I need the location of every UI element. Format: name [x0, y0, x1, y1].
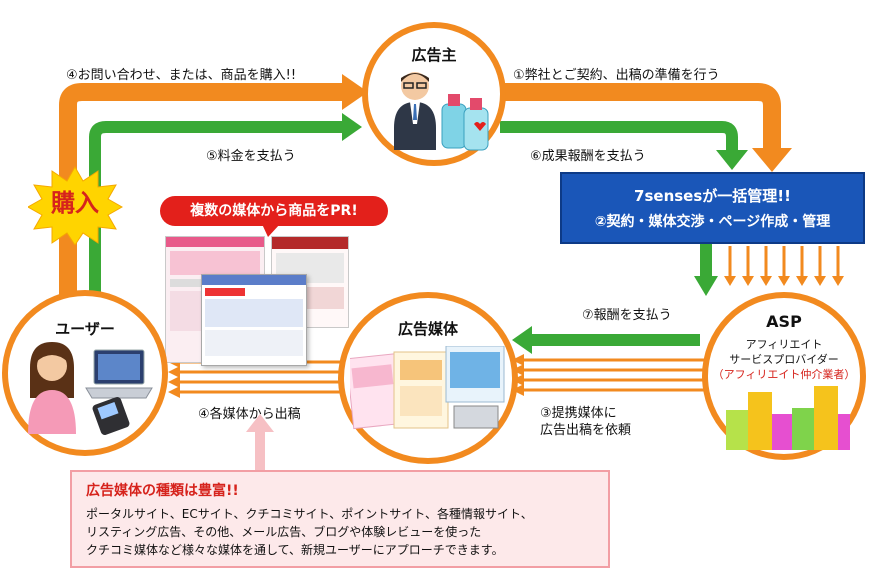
user-node: ユーザー: [2, 290, 168, 456]
advertiser-node: 広告主: [362, 22, 506, 166]
orange-flow-user-to-advertiser: [59, 83, 345, 300]
label-step4-publish: ④各媒体から出稿: [198, 407, 301, 422]
asp-node: ASP アフィリエイト サービスプロバイダー （アフィリエイト仲介業者）: [702, 292, 866, 460]
purchase-burst-icon: [28, 165, 123, 245]
product-bottles-icon: [441, 94, 489, 151]
website-screenshot-3: [201, 274, 307, 366]
media-info-line-3: クチコミ媒体など様々な媒体を通して、新規ユーザーにアプローチできます。: [86, 543, 504, 557]
green-arrowhead-center: [716, 150, 748, 170]
orange-arrowhead-center: [752, 148, 792, 172]
green-flow-advertiser-to-asp: [500, 121, 738, 152]
asp-subtitle-1: アフィリエイト: [745, 338, 823, 351]
media-title: 広告媒体: [397, 320, 458, 338]
media-info-line-1: ポータルサイト、ECサイト、クチコミサイト、ポイントサイト、各種情報サイト、: [86, 507, 533, 521]
asp-subtitle-2: サービスプロバイダー: [729, 353, 839, 366]
user-title: ユーザー: [55, 320, 115, 338]
green-flow-user-to-advertiser: [89, 121, 345, 300]
orange-arrowhead-advertiser: [342, 74, 368, 110]
pink-flow-up: [255, 430, 265, 472]
label-step1-contract: ①弊社とご契約、出稿の準備を行う: [513, 68, 720, 83]
orange-flow-advertiser-to-asp: [500, 83, 781, 150]
management-box: 7sensesが一括管理!! ②契約・媒体交渉・ページ作成・管理: [560, 172, 865, 244]
orange-lines-asp-to-media: [520, 358, 705, 392]
pink-arrowhead: [246, 414, 274, 432]
advertiser-title: 広告主: [411, 46, 457, 64]
pr-bubble: 複数の媒体から商品をPR!: [160, 196, 388, 226]
orange-lines-media-to-user: [178, 360, 355, 394]
businessman-icon: [394, 72, 436, 150]
label-step3-line2: 広告出稿を依頼: [540, 423, 632, 438]
media-info-title: 広告媒体の種類は豊富!!: [86, 483, 239, 499]
green-flow-asp-to-media: [530, 334, 700, 346]
label-step5-fee: ⑤料金を支払う: [206, 149, 296, 164]
media-pages-icon: [350, 346, 505, 430]
mobile-phone-icon: [92, 396, 130, 436]
media-node: 広告媒体: [338, 292, 518, 464]
buildings-icon: [726, 386, 850, 450]
label-step6-reward: ⑥成果報酬を支払う: [530, 149, 646, 164]
purchase-burst-label: 購入: [51, 189, 99, 217]
media-info-box: 広告媒体の種類は豊富!! ポータルサイト、ECサイト、クチコミサイト、ポイントサ…: [70, 470, 610, 568]
green-flow-box-to-asp: [700, 244, 712, 278]
asp-subtitle-3: （アフィリエイト仲介業者）: [712, 368, 856, 381]
label-step7-reward: ⑦報酬を支払う: [582, 308, 672, 323]
woman-icon: [28, 342, 76, 434]
laptop-icon: [85, 349, 153, 399]
pr-bubble-tail: [262, 224, 280, 237]
asp-title: ASP: [766, 312, 802, 331]
media-info-line-2: リスティング広告、その他、メール広告、ブログや体験レビューを使った: [86, 525, 482, 539]
management-box-title: 7sensesが一括管理!!: [634, 187, 791, 205]
green-arrowhead-media: [512, 326, 532, 354]
orange-small-arrows: [728, 246, 840, 278]
management-box-subtitle: ②契約・媒体交渉・ページ作成・管理: [594, 214, 831, 230]
website-screenshots: [165, 236, 349, 366]
green-arrowhead-asp: [694, 276, 718, 296]
label-step4-inquiry: ④お問い合わせ、または、商品を購入!!: [66, 68, 297, 83]
green-arrowhead-advertiser: [342, 113, 362, 141]
label-step3-line1: ③提携媒体に: [540, 406, 617, 421]
